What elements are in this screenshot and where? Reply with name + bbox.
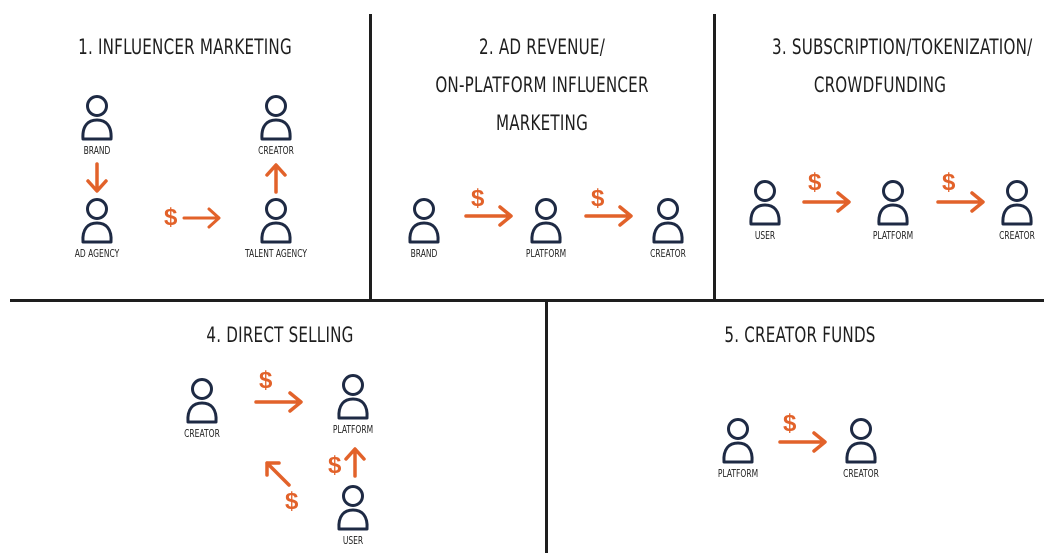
node-brand: BRAND (364, 197, 484, 261)
node-label: PLATFORM (872, 230, 914, 242)
node-platform: PLATFORM (293, 373, 413, 437)
node-user: USER (705, 179, 825, 243)
node-label: CREATOR (999, 230, 1035, 242)
dollar-sign: $ (591, 185, 605, 212)
person-outline-icon (845, 418, 877, 464)
person-outline-icon (260, 198, 292, 244)
panel-5-title: 5. CREATOR FUNDS (692, 316, 908, 354)
panel-2-title-line-2: ON-PLATFORM INFLUENCER (435, 73, 649, 97)
arrow-right-icon (464, 205, 513, 227)
node-creator: CREATOR (216, 94, 336, 158)
node-label: CREATOR (843, 468, 879, 480)
node-label: USER (754, 230, 776, 242)
dollar-sign: $ (808, 169, 822, 196)
arrow-down-icon (86, 162, 108, 193)
arrow-up-icon (265, 163, 287, 194)
panel-2-title-line-3: MARKETING (495, 111, 589, 135)
arrow-right-icon (254, 391, 303, 413)
dollar-sign: $ (285, 488, 299, 515)
dollar-sign: $ (164, 204, 178, 231)
dollar-sign: $ (259, 367, 273, 394)
person-outline-icon (81, 198, 113, 244)
person-outline-icon (81, 95, 113, 141)
node-label: AD AGENCY (74, 248, 120, 260)
node-creator: CREATOR (142, 377, 262, 441)
arrow-right-icon (936, 191, 985, 213)
node-label: BRAND (410, 248, 438, 260)
arrow-right-icon (584, 205, 633, 227)
panel-5-title-line-1: 5. CREATOR FUNDS (724, 323, 876, 347)
person-outline-icon (877, 180, 909, 226)
node-brand: BRAND (37, 94, 157, 158)
person-outline-icon (652, 198, 684, 244)
node-user: USER (293, 484, 413, 548)
panel-4-title-line-1: 4. DIRECT SELLING (206, 323, 354, 347)
node-label: PLATFORM (717, 468, 759, 480)
node-label: TALENT AGENCY (245, 248, 307, 260)
divider-vertical-2 (713, 14, 716, 301)
node-creator: CREATOR (801, 417, 921, 481)
panel-1-title: 1. INFLUENCER MARKETING (77, 28, 293, 66)
node-platform: PLATFORM (486, 197, 606, 261)
node-creator: CREATOR (957, 179, 1044, 243)
arrow-up-icon (344, 447, 366, 478)
panel-2-title: 2. AD REVENUE/ ON-PLATFORM INFLUENCER MA… (434, 28, 650, 142)
person-outline-icon (749, 180, 781, 226)
node-label: PLATFORM (525, 248, 567, 260)
panel-3-title: 3. SUBSCRIPTION/TOKENIZATION/ CROWDFUNDI… (772, 28, 1033, 104)
person-outline-icon (337, 485, 369, 531)
person-outline-icon (722, 418, 754, 464)
node-ad-agency: AD AGENCY (37, 197, 157, 261)
node-platform: PLATFORM (833, 179, 953, 243)
person-outline-icon (260, 95, 292, 141)
dollar-sign: $ (783, 410, 797, 437)
node-label: CREATOR (184, 428, 220, 440)
panel-3-title-line-1: 3. SUBSCRIPTION/TOKENIZATION/ (772, 35, 1033, 59)
divider-horizontal (10, 299, 1044, 302)
node-label: CREATOR (650, 248, 686, 260)
person-outline-icon (408, 198, 440, 244)
node-label: BRAND (83, 145, 111, 157)
node-talent-agency: TALENT AGENCY (216, 197, 336, 261)
arrow-right-icon (802, 191, 851, 213)
arrow-right-icon (778, 431, 827, 453)
person-outline-icon (337, 374, 369, 420)
person-outline-icon (186, 378, 218, 424)
panel-2-title-line-1: 2. AD REVENUE/ (478, 35, 606, 59)
panel-4-title: 4. DIRECT SELLING (172, 316, 388, 354)
person-outline-icon (1001, 180, 1033, 226)
node-label: PLATFORM (332, 424, 374, 436)
arrow-up-left-icon (265, 461, 291, 487)
node-creator: CREATOR (608, 197, 728, 261)
node-label: CREATOR (258, 145, 294, 157)
divider-vertical-3 (545, 301, 548, 553)
arrow-right-icon (182, 207, 221, 229)
panel-3-title-line-2: CROWDFUNDING (813, 73, 947, 97)
dollar-sign: $ (471, 185, 485, 212)
dollar-sign: $ (328, 452, 342, 479)
divider-vertical-1 (369, 14, 372, 301)
node-platform: PLATFORM (678, 417, 798, 481)
panel-1-title-line-1: 1. INFLUENCER MARKETING (78, 35, 292, 59)
dollar-sign: $ (942, 169, 956, 196)
node-label: USER (342, 535, 364, 547)
person-outline-icon (530, 198, 562, 244)
